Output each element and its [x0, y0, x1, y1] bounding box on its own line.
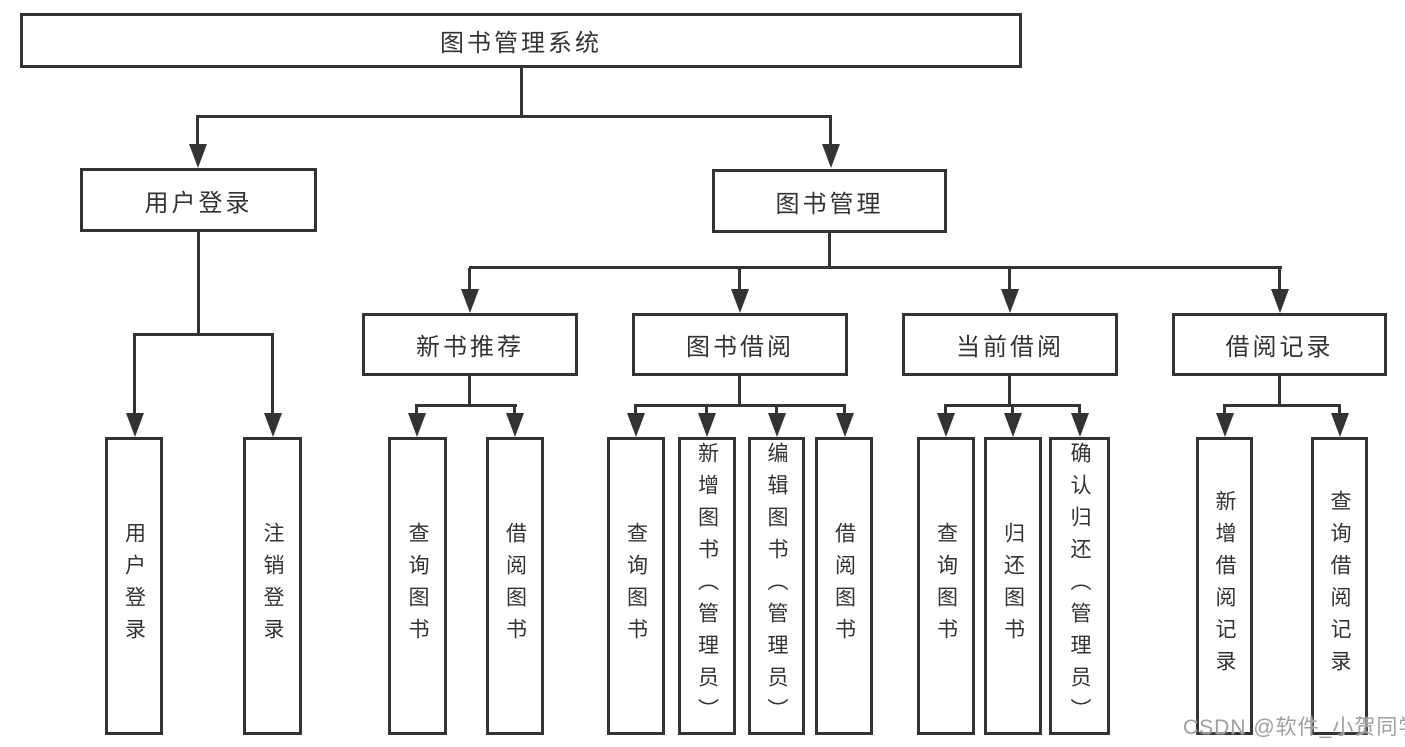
- arrow-down-icon: [408, 413, 426, 437]
- connector-line: [635, 404, 846, 407]
- connector-line: [843, 404, 846, 417]
- arrow-down-icon: [768, 413, 786, 437]
- node-library-system: 图书管理系统: [20, 13, 1022, 68]
- node-label: 图书管理: [775, 190, 884, 218]
- leaf-current-query-books: 查询图书: [917, 437, 975, 735]
- leaf-recommend-query-books: 查询图书: [388, 437, 447, 735]
- leaf-records-add-record: 新增借阅记录: [1196, 437, 1253, 735]
- leaf-label: 查询图书: [624, 522, 648, 650]
- connector-line: [705, 404, 708, 417]
- connector-line: [829, 117, 832, 146]
- connector-line: [775, 404, 778, 417]
- arrow-down-icon: [1216, 413, 1234, 437]
- node-new-book-recommend: 新书推荐: [362, 313, 578, 376]
- leaf-label: 用户登录: [122, 522, 146, 650]
- connector-line: [1011, 404, 1014, 417]
- leaf-borrow-edit-books-admin: 编辑图书（管理员）: [748, 437, 805, 735]
- connector-line: [1278, 268, 1281, 290]
- connector-line: [1338, 404, 1341, 417]
- connector-line: [520, 68, 523, 117]
- leaf-borrow-add-books-admin: 新增图书（管理员）: [678, 437, 736, 735]
- connector-line: [738, 268, 741, 290]
- connector-line: [197, 231, 200, 335]
- arrow-down-icon: [1004, 413, 1022, 437]
- connector-line: [469, 266, 1282, 269]
- leaf-borrow-borrow-books: 借阅图书: [815, 437, 873, 735]
- arrow-down-icon: [126, 413, 144, 437]
- connector-line: [271, 335, 274, 414]
- node-label: 当前借阅: [956, 334, 1064, 361]
- node-user-login: 用户登录: [80, 168, 317, 232]
- arrow-down-icon: [1331, 413, 1349, 437]
- leaf-label: 确认归还（管理员）: [1068, 442, 1091, 730]
- leaf-label: 借阅图书: [832, 522, 856, 650]
- arrow-down-icon: [1071, 413, 1089, 437]
- leaf-label: 借阅图书: [503, 522, 527, 650]
- connector-line: [738, 374, 741, 406]
- leaf-label: 新增借阅记录: [1213, 490, 1236, 682]
- connector-line: [133, 333, 274, 336]
- node-borrow-records: 借阅记录: [1172, 313, 1387, 376]
- connector-line: [828, 232, 831, 268]
- leaf-recommend-borrow-books: 借阅图书: [486, 437, 544, 735]
- leaf-label: 查询借阅记录: [1328, 490, 1351, 682]
- connector-line: [1278, 374, 1281, 406]
- node-book-borrow: 图书借阅: [632, 313, 848, 376]
- leaf-records-query-record: 查询借阅记录: [1311, 437, 1368, 735]
- leaf-label: 注销登录: [261, 522, 284, 650]
- arrow-down-icon: [1271, 289, 1289, 313]
- arrow-down-icon: [189, 144, 207, 168]
- node-label: 新书推荐: [416, 334, 524, 361]
- node-label: 图书借阅: [686, 334, 794, 361]
- connector-line: [634, 404, 637, 417]
- leaf-current-confirm-return-admin: 确认归还（管理员）: [1049, 437, 1110, 735]
- node-current-borrow: 当前借阅: [902, 313, 1118, 376]
- connector-line: [1008, 268, 1011, 290]
- connector-line: [1078, 404, 1081, 417]
- connector-line: [416, 404, 517, 407]
- arrow-down-icon: [731, 289, 749, 313]
- leaf-borrow-query-books: 查询图书: [607, 437, 665, 735]
- arrow-down-icon: [937, 413, 955, 437]
- csdn-watermark: CSDN @软件_小贺同学: [1183, 716, 1405, 739]
- arrow-down-icon: [836, 413, 854, 437]
- connector-line: [1008, 374, 1011, 406]
- node-label: 借阅记录: [1225, 334, 1334, 361]
- connector-line: [133, 335, 136, 414]
- leaf-label: 查询图书: [406, 522, 429, 650]
- arrow-down-icon: [506, 413, 524, 437]
- connector-line: [196, 115, 832, 118]
- leaf-label: 新增图书（管理员）: [695, 442, 719, 730]
- node-label: 用户登录: [144, 189, 253, 217]
- leaf-label: 编辑图书（管理员）: [765, 442, 788, 730]
- arrow-down-icon: [1001, 289, 1019, 313]
- connector-line: [468, 268, 471, 290]
- arrow-down-icon: [822, 144, 840, 168]
- arrow-down-icon: [461, 289, 479, 313]
- arrow-down-icon: [264, 413, 282, 437]
- connector-line: [1223, 404, 1226, 417]
- leaf-current-return-books: 归还图书: [984, 437, 1042, 735]
- leaf-label: 归还图书: [1001, 522, 1025, 650]
- arrow-down-icon: [698, 413, 716, 437]
- leaf-label: 查询图书: [934, 522, 958, 650]
- leaf-logout: 注销登录: [243, 437, 302, 735]
- leaf-user-login: 用户登录: [105, 437, 163, 735]
- connector-line: [513, 404, 516, 417]
- connector-line: [468, 374, 471, 406]
- connector-line: [415, 404, 418, 417]
- connector-line: [196, 117, 199, 146]
- node-book-management: 图书管理: [712, 169, 947, 233]
- node-label: 图书管理系统: [440, 30, 602, 57]
- connector-line: [944, 404, 947, 417]
- connector-line: [1223, 404, 1341, 407]
- arrow-down-icon: [627, 413, 645, 437]
